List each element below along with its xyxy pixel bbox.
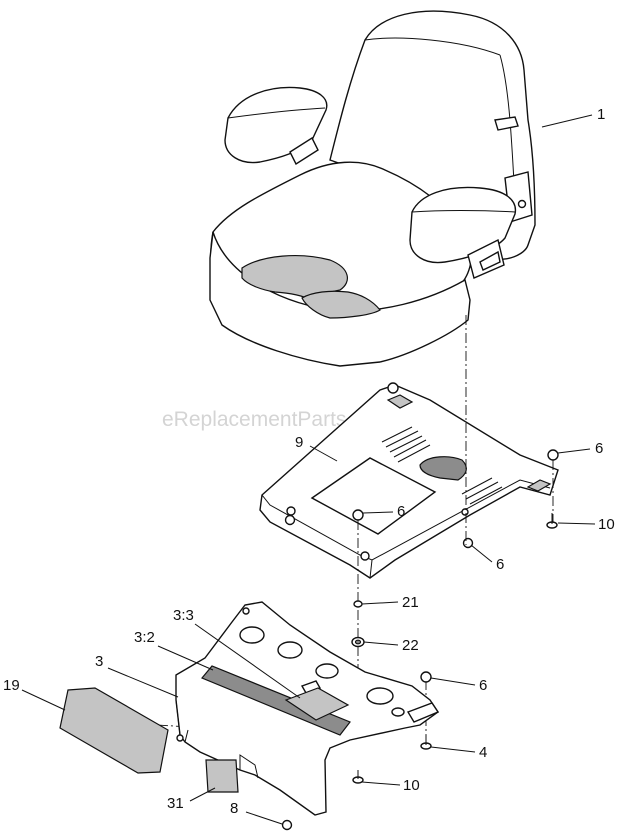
- decal-3-3: [284, 687, 350, 721]
- callout-22: 22: [402, 637, 419, 654]
- callout-21: 21: [402, 594, 419, 611]
- callout-3-3: 3:3: [173, 607, 194, 624]
- callout-3-2: 3:2: [134, 629, 155, 646]
- callout-10-plate: 10: [598, 516, 615, 533]
- bolt-right-plate: [546, 513, 558, 529]
- callout-6-plate-right: 6: [595, 440, 603, 457]
- callout-8: 8: [230, 800, 238, 817]
- base-hardware: [281, 671, 432, 831]
- callout-4: 4: [479, 744, 487, 761]
- decal-31: [205, 759, 239, 793]
- callout-1: 1: [597, 106, 605, 123]
- callout-6-centerline: 6: [496, 556, 504, 573]
- callout-19: 19: [3, 677, 20, 694]
- callout-3: 3: [95, 653, 103, 670]
- callout-6-plate-center: 6: [397, 503, 405, 520]
- armrest-left: [224, 86, 328, 164]
- callout-10-base: 10: [403, 777, 420, 794]
- nut-set-plate: [284, 382, 559, 549]
- callout-6-base: 6: [479, 677, 487, 694]
- callout-31: 31: [167, 795, 184, 812]
- seat-mount-plate: [259, 384, 559, 579]
- seat-assembly: [209, 10, 536, 367]
- watermark-text: eReplacementParts.com: [162, 408, 392, 431]
- decal-19: [59, 687, 169, 774]
- callout-9: 9: [295, 434, 303, 451]
